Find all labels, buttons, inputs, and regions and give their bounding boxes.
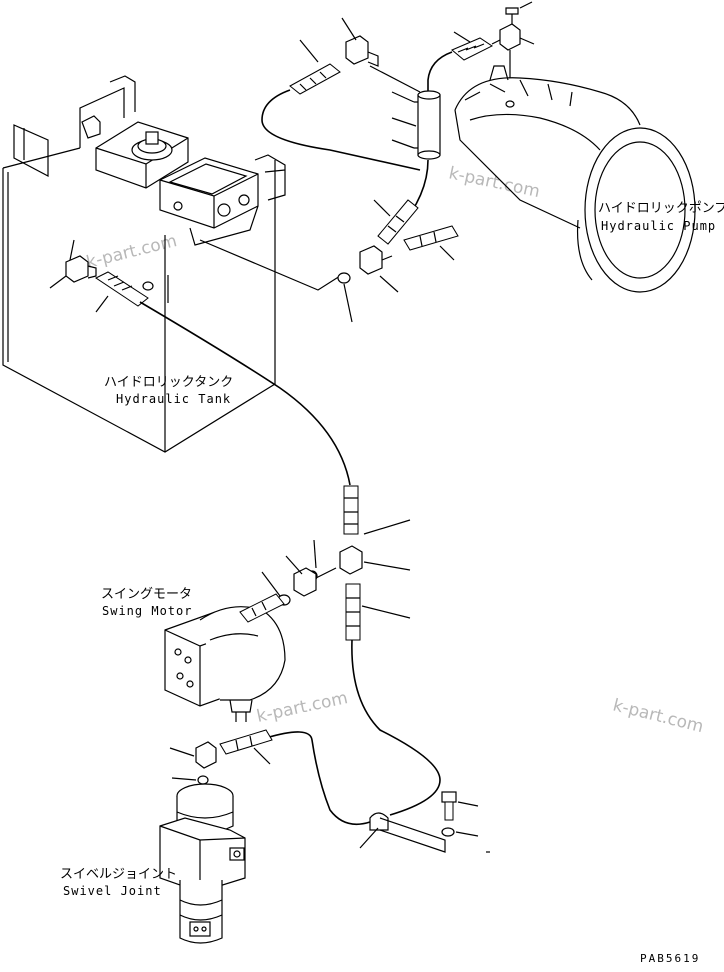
- pump-label-en: Hydraulic Pump: [601, 219, 716, 233]
- watermark-3: k-part.com: [255, 688, 350, 727]
- swivel-label-jp: スイベルジョイント: [60, 867, 177, 882]
- watermark-1: k-part.com: [447, 163, 542, 202]
- pump-label-jp: ハイドロリックポンプ: [598, 201, 724, 216]
- leader-lines: [49, 1, 535, 853]
- swing-label-en: Swing Motor: [102, 604, 192, 618]
- hydraulic-tank: [2, 75, 341, 453]
- middle-junction: [277, 485, 363, 641]
- lower-piping: [195, 639, 457, 853]
- watermark-4: k-part.com: [611, 695, 706, 737]
- tank-label-en: Hydraulic Tank: [116, 392, 231, 406]
- swing-label-jp: スイングモータ: [101, 587, 192, 602]
- upper-piping: [139, 35, 459, 486]
- swivel-joint: [159, 783, 246, 944]
- swivel-label-en: Swivel Joint: [63, 884, 162, 898]
- drawing-code: PAB5619: [640, 952, 700, 965]
- swing-motor: [164, 593, 286, 722]
- hydraulic-pump: [451, 7, 696, 293]
- tank-label-jp: ハイドロリックタンク: [104, 375, 233, 390]
